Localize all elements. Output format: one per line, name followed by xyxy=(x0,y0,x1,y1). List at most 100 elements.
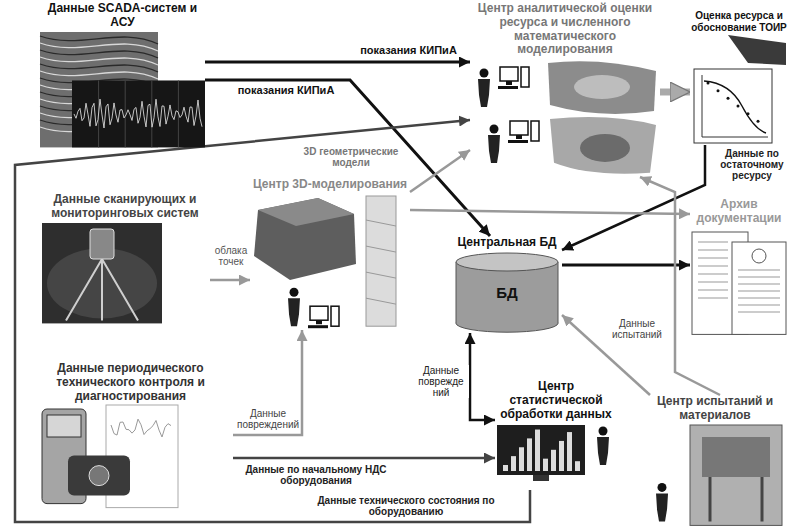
computer-icon xyxy=(506,81,512,85)
data-flow-arrow xyxy=(15,120,530,522)
oscillogram-grid xyxy=(125,80,126,147)
cable-photo xyxy=(40,57,158,65)
tester-device xyxy=(47,415,81,437)
computer-icon xyxy=(531,121,539,141)
center-block: Оценка ресурса и обоснование ТОИР xyxy=(690,10,788,145)
person-icon xyxy=(488,135,500,163)
document-sheet xyxy=(698,265,728,266)
test-machine xyxy=(710,477,762,521)
stress-model xyxy=(574,75,630,99)
stress-model xyxy=(550,117,656,174)
data-flow-arrow xyxy=(410,210,690,214)
statistics-monitor xyxy=(533,475,549,481)
statistics-bar xyxy=(543,459,548,471)
edge-label: Данные поврежде ний xyxy=(413,365,469,398)
resource-chart xyxy=(702,75,768,137)
data-flow-arrow xyxy=(205,61,470,64)
statistics-bar xyxy=(511,457,516,472)
statistics-bar xyxy=(519,448,524,472)
center-block: Центр статистической обработки данных xyxy=(495,380,617,490)
model-column xyxy=(366,298,396,304)
center-illustration xyxy=(40,223,210,323)
scanner-body xyxy=(90,229,114,259)
document-sheet xyxy=(738,311,780,312)
data-flow-arrow xyxy=(410,150,470,192)
document-sheet xyxy=(698,281,728,282)
computer-icon xyxy=(308,325,328,328)
computer-icon xyxy=(498,86,518,89)
statistics-bar xyxy=(559,441,564,471)
node-title: Центр аналитической оценки ресурса и чис… xyxy=(470,2,660,57)
node-title: Данные периодического технического контр… xyxy=(28,362,233,403)
computer-icon xyxy=(331,306,339,326)
model-column xyxy=(366,272,396,278)
center-block: Данные периодического технического контр… xyxy=(28,362,233,512)
cable-photo xyxy=(40,50,158,58)
document-sheet xyxy=(738,297,780,298)
resource-chart xyxy=(747,112,750,115)
statistics-bar xyxy=(527,439,532,472)
computer-icon xyxy=(510,121,528,135)
model-column xyxy=(366,220,396,226)
scanner-tripod xyxy=(66,259,138,320)
edge-label: показания КИПиА xyxy=(225,84,347,96)
document-sheet xyxy=(698,249,728,250)
document-sheet xyxy=(698,257,728,258)
model-column xyxy=(366,246,396,252)
resource-chart xyxy=(707,82,710,85)
document-sheet xyxy=(738,290,780,291)
data-flow-arrow xyxy=(233,457,495,460)
resource-chart xyxy=(737,105,740,108)
edge-label: Данные технического состояния по оборудо… xyxy=(300,495,512,517)
document-sheet xyxy=(698,297,728,298)
center-illustration xyxy=(495,423,617,490)
person-icon xyxy=(597,437,609,465)
person-icon xyxy=(658,483,667,492)
test-machine xyxy=(690,425,782,525)
edge-label: показания КИПиА xyxy=(350,44,467,56)
center-block: Архив документации xyxy=(690,198,788,338)
part-model xyxy=(728,35,786,65)
edge-label: Данные испытаний xyxy=(605,318,669,340)
data-flow-arrow xyxy=(660,89,690,96)
model-3d xyxy=(254,198,356,280)
document-sheet xyxy=(738,276,780,277)
document-sheet xyxy=(698,241,728,242)
person-icon xyxy=(288,298,300,326)
oscillogram xyxy=(72,80,205,147)
edge-label: облака точек xyxy=(210,245,252,267)
oscillogram-grid xyxy=(151,80,152,147)
person-icon xyxy=(656,493,668,521)
document-sheet xyxy=(732,242,786,334)
node-title: Центр 3D-моделирования xyxy=(250,178,410,192)
document-emblem xyxy=(752,249,766,263)
statistics-bar xyxy=(551,450,556,471)
statistics-bar xyxy=(567,432,572,471)
person-icon xyxy=(599,427,608,436)
stress-model xyxy=(580,134,630,162)
resource-chart xyxy=(704,81,766,133)
person-icon xyxy=(290,288,299,297)
model-column xyxy=(366,196,396,326)
document-sheet xyxy=(698,289,728,290)
node-title: Данные SCADA-систем и АСУ xyxy=(40,2,205,30)
node-inner-label: БД xyxy=(452,284,562,301)
statistics-bar xyxy=(575,462,580,472)
document-sheet xyxy=(738,283,780,284)
resource-chart xyxy=(694,69,772,143)
node-title: Данные сканирующих и мониторинговых сист… xyxy=(40,193,210,221)
center-block: Центральная БДБД xyxy=(452,236,562,333)
edge-label: 3D геометрические модели xyxy=(300,146,402,168)
computer-icon xyxy=(500,67,518,81)
node-title: Центр испытаний и материалов xyxy=(640,395,790,423)
cable-photo xyxy=(40,64,158,72)
resource-chart xyxy=(727,97,730,100)
person-icon xyxy=(480,69,489,78)
stress-model xyxy=(548,61,656,114)
center-illustration xyxy=(40,32,205,147)
computer-icon xyxy=(316,320,322,324)
person-icon xyxy=(478,79,490,107)
data-flow-arrow xyxy=(470,333,495,420)
resource-chart xyxy=(757,120,760,123)
